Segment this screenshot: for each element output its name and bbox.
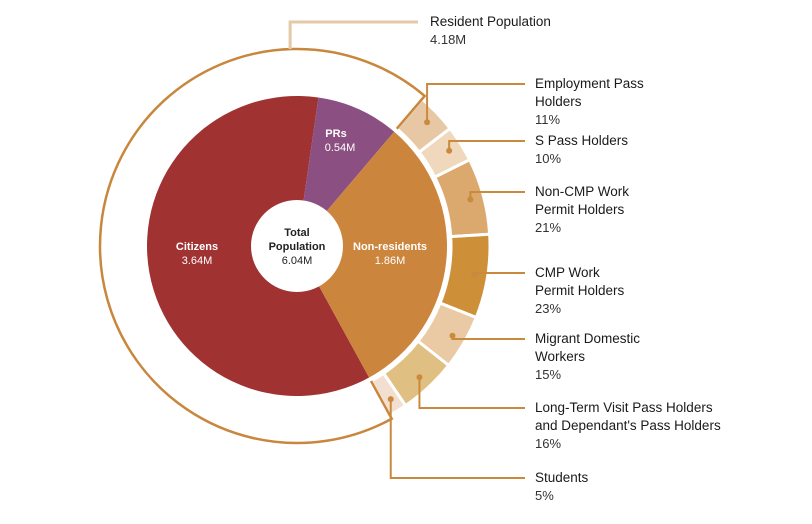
inner-label-prs: PRs <box>325 128 346 140</box>
leader-dot-s-pass-holders <box>446 147 453 154</box>
pct-non-cmp-work-permit-holders: 21% <box>535 220 561 235</box>
leader-dot-cmp-work-permit-holders <box>471 271 478 278</box>
pct-students: 5% <box>535 488 554 503</box>
label-students: Students <box>535 470 589 485</box>
resident-population-label: Resident Population <box>430 14 551 29</box>
leader-long-term-visit-pass-holders-and-dependant-s-pass-holders <box>418 377 525 409</box>
pct-cmp-work-permit-holders: 23% <box>535 301 561 316</box>
leader-employment-pass-holders <box>426 83 525 123</box>
leader-dot-migrant-domestic-workers <box>449 332 456 339</box>
resident-population-arc <box>98 47 427 445</box>
leader-dot-employment-pass-holders <box>424 119 431 126</box>
pct-s-pass-holders: 10% <box>535 151 561 166</box>
resident-population-outline <box>98 47 427 445</box>
non-resident-breakdown-ring <box>369 96 492 418</box>
label-cmp-work-permit-holders-line2: Permit Holders <box>535 283 625 298</box>
label-migrant-domestic-workers-line2: Workers <box>535 349 585 364</box>
label-cmp-work-permit-holders: CMP Work <box>535 265 600 280</box>
leader-lines <box>288 20 525 479</box>
pct-migrant-domestic-workers: 15% <box>535 367 561 382</box>
center-label-population: Population <box>269 241 326 253</box>
label-non-cmp-work-permit-holders-line2: Permit Holders <box>535 202 625 217</box>
label-non-cmp-work-permit-holders: Non-CMP Work <box>535 184 629 199</box>
leader-students <box>389 399 525 479</box>
leader-resident-population <box>288 20 418 50</box>
center-value: 6.04M <box>282 255 313 267</box>
resident-population-value: 4.18M <box>430 32 466 47</box>
inner-value-prs: 0.54M <box>325 142 356 154</box>
inner-label-citizens: Citizens <box>176 241 218 253</box>
label-employment-pass-holders: Employment Pass <box>535 76 644 91</box>
slice-non-residents <box>297 131 447 378</box>
inner-label-non-residents: Non-residents <box>353 241 427 253</box>
center-label-total: Total <box>284 227 309 239</box>
center-hole <box>251 200 343 292</box>
label-long-term-visit-pass-holders-and-dependant-s-pass-holders: Long-Term Visit Pass Holders <box>535 400 713 415</box>
label-s-pass-holders: S Pass Holders <box>535 133 628 148</box>
inner-value-non-residents: 1.86M <box>375 255 406 267</box>
pct-employment-pass-holders: 11% <box>535 112 560 127</box>
label-employment-pass-holders-line2: Holders <box>535 94 582 109</box>
inner-value-citizens: 3.64M <box>182 255 213 267</box>
label-migrant-domestic-workers: Migrant Domestic <box>535 331 640 346</box>
leader-dot-long-term-visit-pass-holders-and-dependant-s-pass-holders <box>416 374 423 381</box>
leader-dot-students <box>387 396 394 403</box>
leader-s-pass-holders <box>448 140 525 151</box>
leader-dot-non-cmp-work-permit-holders <box>467 196 474 203</box>
pct-long-term-visit-pass-holders-and-dependant-s-pass-holders: 16% <box>535 436 561 451</box>
label-long-term-visit-pass-holders-and-dependant-s-pass-holders-line2: and Dependant's Pass Holders <box>535 418 721 433</box>
